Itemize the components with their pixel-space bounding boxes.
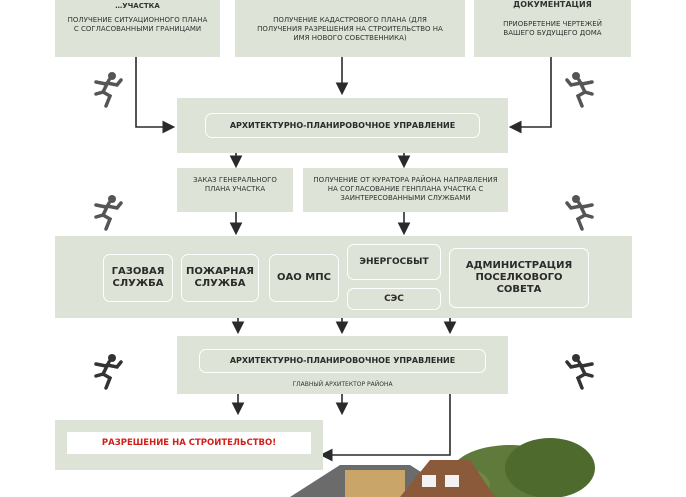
apu-box-2: Архитектурно-планировочное управление Гл… <box>177 336 508 394</box>
apu-box-1: Архитектурно-планировочное управление <box>177 98 508 153</box>
runner-icon <box>565 354 594 390</box>
house-illustration <box>290 438 595 497</box>
curator-text: Получение от куратора района направления… <box>313 176 498 202</box>
curator-box: Получение от куратора района направления… <box>303 168 508 212</box>
services-box: Газовая служба Пожарная служба ОАО МПС Э… <box>55 236 632 318</box>
top-left-text: Получение ситуационного плана с согласов… <box>67 16 208 33</box>
energy-service: Энергосбыт <box>347 244 441 280</box>
top-right-title: документация <box>513 0 592 9</box>
apu-1-title: Архитектурно-планировочное управление <box>229 120 456 130</box>
permit-text: Разрешение на строительство! <box>101 438 277 448</box>
apu-2-title: Архитектурно-планировочное управление <box>229 356 456 365</box>
top-mid-box: Получение кадастрового плана (для получе… <box>235 0 465 57</box>
order-text: Заказ генерального плана участка <box>193 176 277 193</box>
runner-icon <box>94 195 123 231</box>
runner-icon <box>565 195 594 231</box>
admin-service: Администрация поселкового совета <box>449 248 589 308</box>
top-left-title: …участка <box>115 2 160 10</box>
permit-banner: Разрешение на строительство! <box>67 432 311 454</box>
ses-service: СЭС <box>347 288 441 310</box>
apu-1-pill: Архитектурно-планировочное управление <box>205 113 480 138</box>
mps-service: ОАО МПС <box>269 254 339 302</box>
top-right-box: документация Приобретение чертежей вашег… <box>474 0 631 57</box>
top-right-text: Приобретение чертежей вашего будущего до… <box>503 20 602 37</box>
permit-box: Разрешение на строительство! <box>55 420 323 470</box>
gas-service: Газовая служба <box>103 254 173 302</box>
runner-icon <box>94 72 123 108</box>
top-left-box: …участка Получение ситуационного плана с… <box>55 0 220 57</box>
apu-2-subtitle: Главный архитектор района <box>292 381 393 388</box>
runner-icon <box>565 72 594 108</box>
order-box: Заказ генерального плана участка <box>177 168 293 212</box>
top-mid-text: Получение кадастрового плана (для получе… <box>257 16 443 42</box>
runner-icon <box>94 354 123 390</box>
apu-2-pill: Архитектурно-планировочное управление <box>199 349 486 373</box>
fire-service: Пожарная служба <box>181 254 259 302</box>
